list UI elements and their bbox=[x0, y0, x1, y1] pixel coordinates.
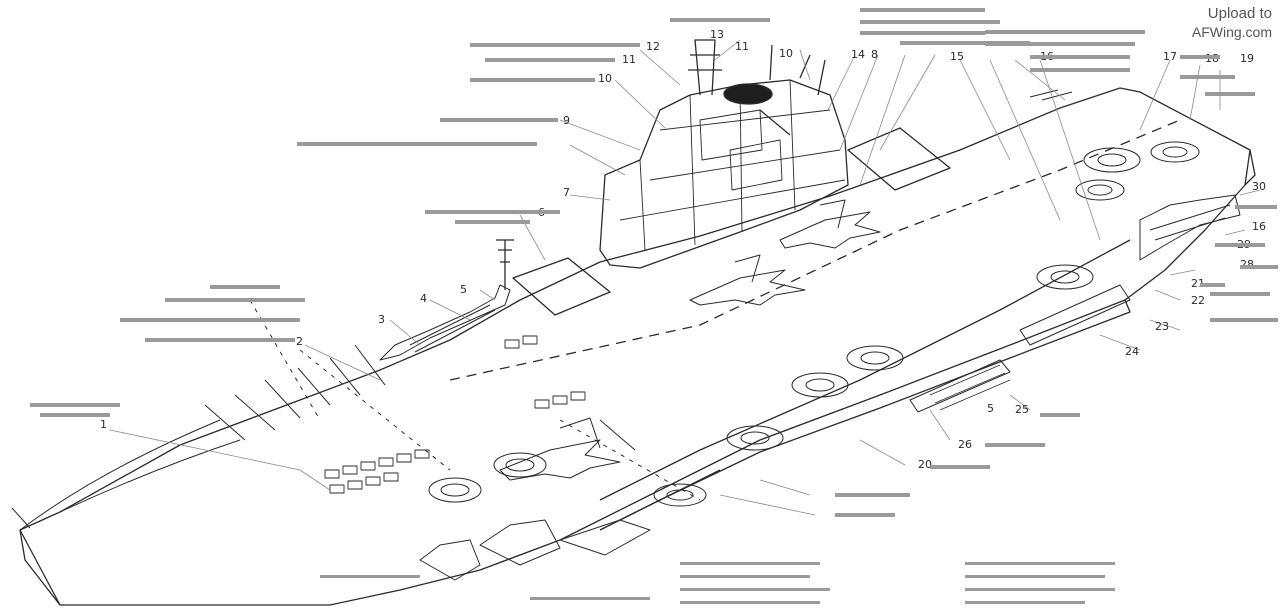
callout-number-26: 26 bbox=[958, 438, 972, 451]
callout-number-5: 5 bbox=[460, 283, 467, 296]
callout-labels: 1234556789101011111213141516161718192021… bbox=[100, 28, 1266, 471]
port-gallery bbox=[379, 284, 511, 361]
landing-centerline bbox=[449, 119, 1181, 381]
callout-number-17: 17 bbox=[1163, 50, 1177, 63]
watermark: Upload to AFWing.com bbox=[1192, 4, 1272, 42]
callout-number-4: 4 bbox=[420, 292, 427, 305]
jet-blast-deflectors bbox=[324, 335, 586, 494]
callout-number-19: 19 bbox=[1240, 52, 1254, 65]
starboard-sponson-aft bbox=[909, 284, 1131, 413]
port-mast bbox=[496, 239, 514, 290]
angled-deck-edge bbox=[599, 239, 1131, 521]
callout-number-9: 9 bbox=[563, 114, 570, 127]
callout-number-10-b: 10 bbox=[779, 47, 793, 60]
island-detail bbox=[619, 79, 846, 251]
callout-number-11: 11 bbox=[735, 40, 749, 53]
flight-deck-outline bbox=[19, 87, 1251, 606]
landing-spots bbox=[428, 141, 1200, 507]
callout-number-28: 28 bbox=[1240, 258, 1254, 271]
callout-number-20: 20 bbox=[918, 458, 932, 471]
callout-number-16-b: 16 bbox=[1252, 220, 1266, 233]
island-superstructure bbox=[599, 79, 849, 269]
elevator-fwd bbox=[847, 127, 951, 191]
callout-number-30: 30 bbox=[1252, 180, 1266, 193]
callout-number-3: 3 bbox=[378, 313, 385, 326]
callout-number-13: 13 bbox=[710, 28, 724, 41]
island-mast bbox=[688, 39, 826, 136]
callout-number-8: 8 bbox=[871, 48, 878, 61]
watermark-line1: Upload to bbox=[1207, 5, 1272, 22]
ski-jump-ramp bbox=[19, 419, 241, 531]
callout-number-25: 25 bbox=[1015, 403, 1029, 416]
callout-number-15: 15 bbox=[950, 50, 964, 63]
aft-hull-details bbox=[419, 519, 651, 581]
starboard-sponson-fwd bbox=[1139, 194, 1241, 261]
vls-hatches bbox=[929, 364, 1011, 411]
callout-number-14: 14 bbox=[851, 48, 865, 61]
callout-number-22: 22 bbox=[1191, 294, 1205, 307]
foul-line bbox=[249, 299, 701, 501]
callout-number-23: 23 bbox=[1155, 320, 1169, 333]
elevator-aft bbox=[512, 257, 611, 316]
annotation-scribbles bbox=[30, 8, 1278, 604]
deck-edge-antennas bbox=[11, 89, 1073, 529]
leader-lines bbox=[109, 39, 1261, 516]
parked-aircraft bbox=[499, 199, 881, 481]
callout-number-11-b: 11 bbox=[622, 53, 636, 66]
watermark-line2: AFWing.com bbox=[1191, 24, 1272, 40]
callout-number-5-b: 5 bbox=[987, 402, 994, 415]
island-radar-dome bbox=[723, 83, 773, 105]
callout-number-2: 2 bbox=[296, 335, 303, 348]
callout-number-24: 24 bbox=[1125, 345, 1139, 358]
callout-number-12: 12 bbox=[646, 40, 660, 53]
callout-number-10: 10 bbox=[598, 72, 612, 85]
callout-number-7: 7 bbox=[563, 186, 570, 199]
callout-number-1: 1 bbox=[100, 418, 107, 431]
